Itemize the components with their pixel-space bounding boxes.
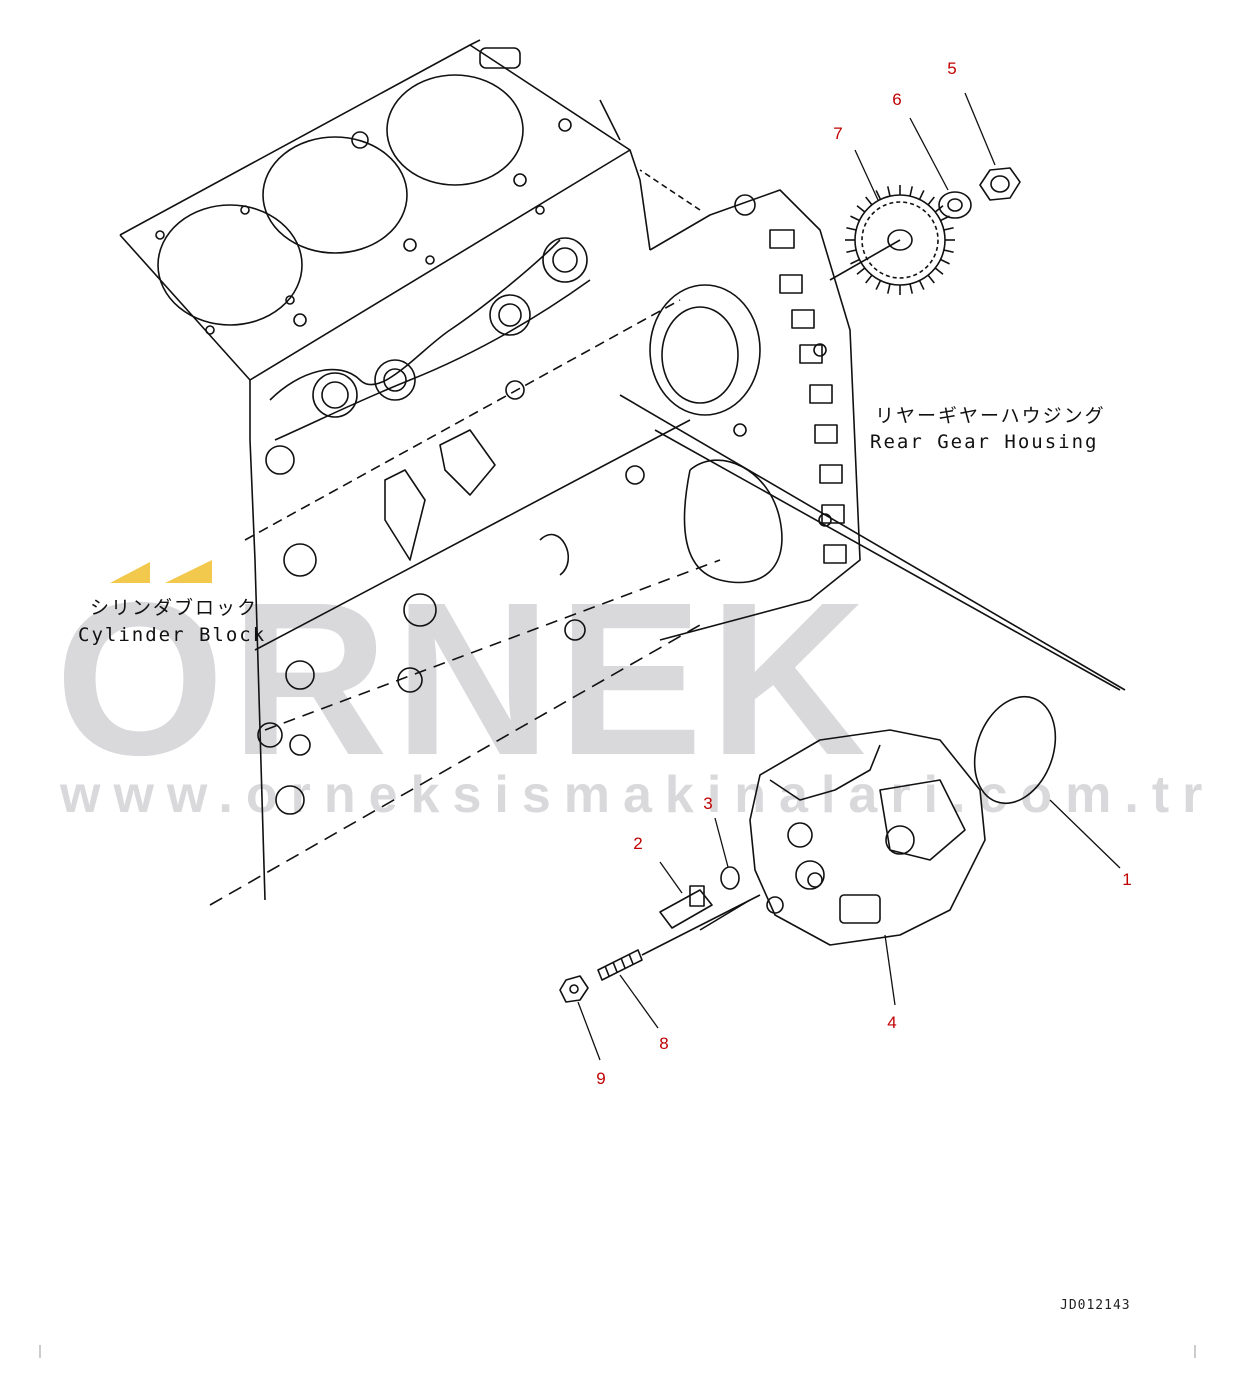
gear-nut xyxy=(979,167,1021,201)
callout-2: 2 xyxy=(633,834,643,853)
gear-tooth xyxy=(886,283,891,294)
gear-tooth xyxy=(927,274,935,284)
o-ring xyxy=(973,695,1057,805)
callout-5: 5 xyxy=(947,59,957,78)
gear-tooth xyxy=(875,190,882,200)
gear-tooth xyxy=(940,258,950,265)
callout-1: 1 xyxy=(1122,870,1132,889)
lock-washer xyxy=(938,191,972,219)
hex-nut xyxy=(559,975,589,1003)
leader-lines xyxy=(577,92,1121,1061)
stud-bolt xyxy=(597,894,761,981)
gear-tooth xyxy=(846,249,857,254)
cylinder-bore-3 xyxy=(386,74,524,186)
gear-tooth xyxy=(856,205,866,213)
gear-tooth xyxy=(850,258,860,265)
gear-tooth xyxy=(927,196,935,206)
gear-tooth xyxy=(850,215,860,222)
gear-tooth xyxy=(943,249,954,254)
callout-8: 8 xyxy=(659,1034,669,1053)
callout-6: 6 xyxy=(892,90,902,109)
watermark-brand: ORNEK xyxy=(55,558,873,801)
cylinder-block-label-en: Cylinder Block xyxy=(78,624,267,646)
gear-tooth xyxy=(909,186,914,197)
callout-9: 9 xyxy=(596,1069,606,1088)
seal-ring xyxy=(720,866,740,890)
gear-tooth xyxy=(909,283,914,294)
cylinder-bore-1 xyxy=(157,204,303,326)
cylinder-block-side xyxy=(209,149,721,906)
callout-3: 3 xyxy=(703,794,713,813)
idler-gear xyxy=(829,185,955,295)
gear-tooth xyxy=(856,267,866,275)
fuel-supply-pump xyxy=(699,729,986,946)
rear-gear-housing-label-en: Rear Gear Housing xyxy=(870,431,1099,453)
yellow-accent-marks xyxy=(110,560,212,583)
gear-tooth xyxy=(846,226,857,231)
rear-gear-housing xyxy=(619,169,1126,691)
callout-7: 7 xyxy=(833,124,843,143)
cylinder-bore-2 xyxy=(262,136,408,254)
gear-tooth xyxy=(934,267,944,275)
banjo-connector xyxy=(659,885,713,929)
gear-tooth xyxy=(943,226,954,231)
gear-tooth xyxy=(918,190,925,200)
drawing-code: JD012143 xyxy=(1060,1298,1131,1313)
watermark-url: www.orneksismakinalari.com.tr xyxy=(60,766,1216,824)
cylinder-block-label-jp: シリンダブロック xyxy=(90,597,259,619)
gear-tooth xyxy=(865,274,873,284)
gear-tooth xyxy=(886,186,891,197)
cylinder-block-deck xyxy=(119,39,631,381)
callout-4: 4 xyxy=(887,1013,897,1032)
gear-tooth xyxy=(918,280,925,290)
gear-tooth xyxy=(865,196,873,206)
gear-tooth xyxy=(875,280,882,290)
rear-gear-housing-label-jp: リヤーギヤーハウジング xyxy=(875,405,1106,427)
